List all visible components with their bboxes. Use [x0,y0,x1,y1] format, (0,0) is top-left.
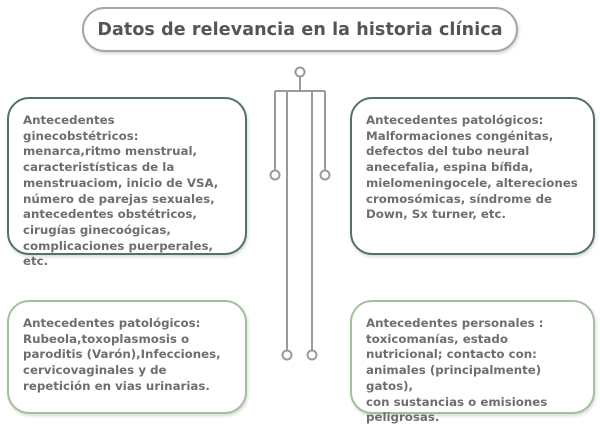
box-pathologic-history-bottom: Antecedentes patológicos: Rubeola,toxopl… [7,300,247,414]
node-top-right [319,169,331,181]
node-bottom-right [306,349,318,361]
node-bottom-left [281,349,293,361]
top-node [294,66,306,78]
diagram-title: Datos de relevancia en la historia clíni… [97,19,503,40]
box-gynecobstetric-text: Antecedentes ginecobstétricos: menarca,r… [23,113,219,269]
box-pathologic-history-top: Antecedentes patológicos: Malformaciones… [350,97,595,255]
title-pill: Datos de relevancia en la historia clíni… [82,7,518,52]
node-top-left [269,169,281,181]
box-pathologic-top-text: Antecedentes patológicos: Malformaciones… [366,113,578,222]
box-gynecobstetric-history: Antecedentes ginecobstétricos: menarca,r… [7,97,247,268]
box-pathologic-bottom-text: Antecedentes patológicos: Rubeola,toxopl… [23,316,221,393]
box-personal-history: Antecedentes personales : toxicomanías, … [350,300,595,424]
box-personal-text: Antecedentes personales : toxicomanías, … [366,316,548,425]
